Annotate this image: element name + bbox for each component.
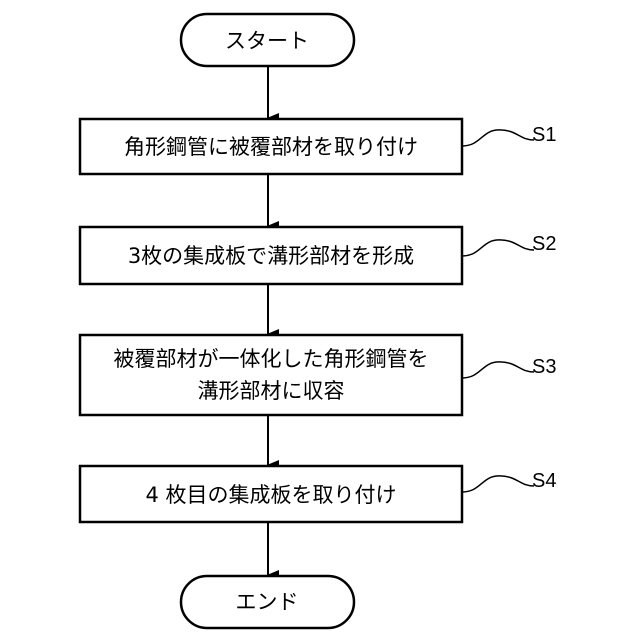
process-step-s3: 被覆部材が一体化した角形鋼管を 溝形部材に収容 [80, 335, 462, 415]
start-terminal: スタート [181, 14, 354, 66]
step-s1-label: S1 [532, 124, 556, 146]
step-s2-label: S2 [532, 233, 556, 255]
process-step-s2: 3枚の集成板で溝形部材を形成 [80, 227, 462, 284]
step-s4-leader [462, 476, 534, 492]
step-s1-leader [462, 130, 534, 146]
end-terminal: エンド [181, 576, 354, 628]
process-step-s1: 角形鋼管に被覆部材を取り付け [80, 119, 462, 174]
step-s2-text: 3枚の集成板で溝形部材を形成 [128, 244, 414, 268]
start-label: スタート [225, 29, 309, 53]
step-s4-label: S4 [532, 470, 556, 492]
step-s3-leader [462, 362, 534, 378]
step-s3-text-line-1: 被覆部材が一体化した角形鋼管を [114, 347, 429, 371]
step-s3-text-line-2: 溝形部材に収容 [198, 379, 345, 403]
end-label: エンド [236, 590, 299, 614]
step-s3-label: S3 [532, 356, 556, 378]
step-s4-text: 4 枚目の集成板を取り付け [145, 483, 396, 507]
step-s2-leader [462, 240, 534, 256]
step-s1-text: 角形鋼管に被覆部材を取り付け [124, 135, 418, 159]
process-step-s4: 4 枚目の集成板を取り付け [80, 466, 462, 522]
